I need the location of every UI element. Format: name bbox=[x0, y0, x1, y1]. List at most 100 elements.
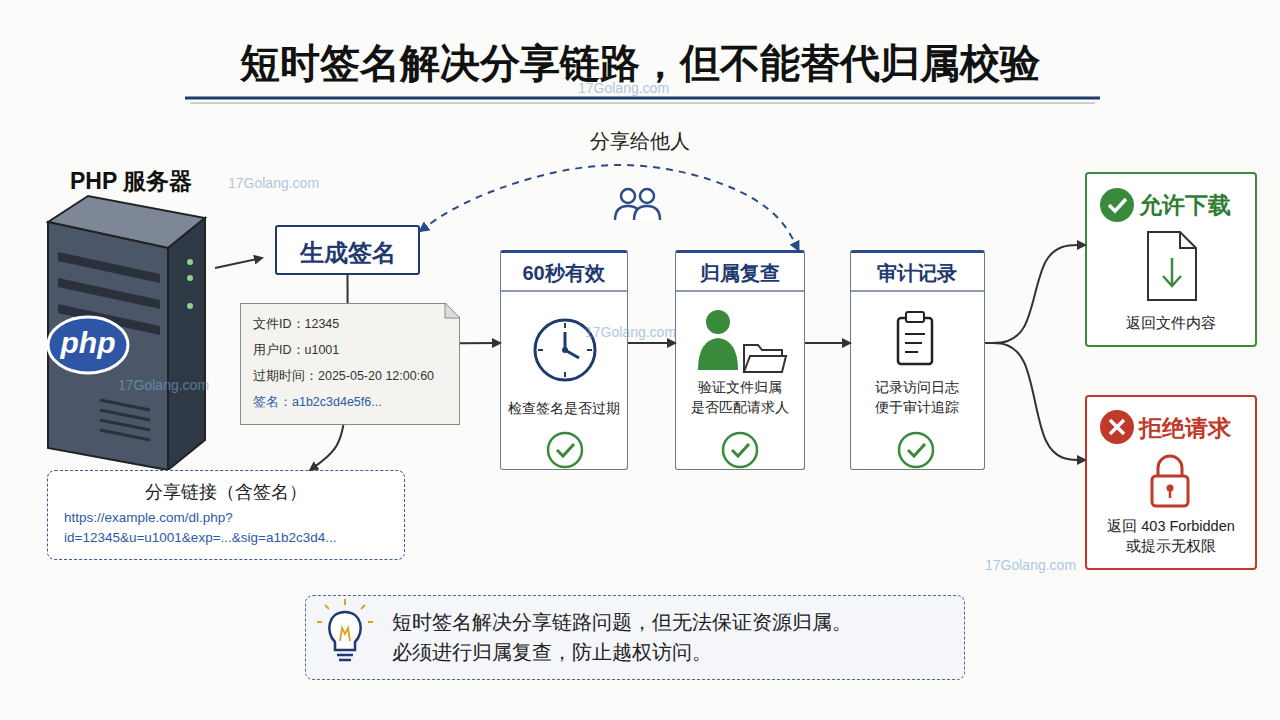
header-divider bbox=[851, 290, 984, 292]
allow-check-icon bbox=[1100, 188, 1134, 222]
watermark: 17Golang.com bbox=[118, 377, 209, 393]
lightbulb-icon bbox=[325, 605, 329, 609]
server-illustration bbox=[48, 222, 168, 470]
connector bbox=[805, 342, 850, 344]
edge-label: 分享给他人 bbox=[570, 128, 710, 155]
clipboard-icon bbox=[898, 318, 932, 364]
card-fold bbox=[445, 302, 462, 319]
connector bbox=[420, 165, 799, 250]
clock-icon bbox=[565, 350, 579, 358]
lightbulb-icon bbox=[361, 605, 365, 609]
title-underline bbox=[185, 97, 1100, 100]
step-body: 验证文件归属 是否匹配请求人 bbox=[680, 378, 799, 417]
result-body: 返回文件内容 bbox=[1087, 312, 1255, 333]
check-mark bbox=[548, 433, 582, 467]
callout-text: 短时签名解决分享链路问题，但无法保证资源归属。 必须进行归属复查，防止越权访问。 bbox=[392, 607, 948, 667]
people-icon bbox=[615, 189, 660, 220]
people-icon bbox=[621, 189, 635, 203]
check-mark bbox=[548, 433, 933, 467]
header-divider bbox=[501, 291, 984, 292]
owner-folder-icon bbox=[744, 356, 786, 372]
clipboard-icon bbox=[906, 312, 924, 322]
server-illustration bbox=[100, 400, 150, 410]
lightbulb-icon bbox=[339, 659, 351, 662]
people-icon bbox=[634, 206, 660, 220]
lightbulb-icon bbox=[368, 621, 373, 623]
box-heading: 分享链接（含签名） bbox=[48, 480, 403, 505]
check-mark bbox=[723, 433, 757, 467]
server-illustration bbox=[58, 278, 160, 309]
lock-icon bbox=[1152, 476, 1188, 506]
logo-text: php bbox=[48, 326, 128, 360]
result-box: 允许下载返回文件内容 bbox=[1085, 172, 1257, 347]
server-illustration bbox=[187, 275, 193, 281]
lock-icon bbox=[1169, 490, 1172, 498]
file-download-icon bbox=[1171, 258, 1174, 285]
owner-folder-icon bbox=[698, 338, 738, 370]
watermark: 17Golang.com bbox=[228, 175, 319, 191]
server-illustration bbox=[58, 252, 160, 283]
lightbulb-icon bbox=[344, 599, 346, 605]
file-download-icon bbox=[1148, 232, 1196, 300]
watermark: 17Golang.com bbox=[985, 557, 1076, 573]
connector bbox=[628, 342, 675, 344]
result-body: 返回 403 Forbidden 或提示无权限 bbox=[1091, 516, 1251, 557]
step-title: 审计记录 bbox=[851, 259, 983, 287]
check-mark bbox=[899, 433, 933, 467]
server-illustration bbox=[100, 420, 150, 430]
server-illustration bbox=[187, 259, 193, 265]
connector bbox=[985, 343, 1085, 460]
clipboard-icon bbox=[898, 312, 932, 364]
header-divider bbox=[501, 290, 627, 292]
step-body: 检查签名是否过期 bbox=[505, 399, 622, 419]
allow-check-icon bbox=[1100, 188, 1134, 222]
clipboard-icon bbox=[905, 333, 925, 335]
connector bbox=[347, 275, 349, 303]
lightbulb-icon bbox=[317, 599, 373, 660]
result-title: 拒绝请求 bbox=[1139, 412, 1251, 444]
clipboard-icon bbox=[905, 342, 922, 344]
step-body: 记录访问日志 便于审计追踪 bbox=[855, 378, 979, 417]
server-illustration bbox=[100, 410, 150, 420]
lightbulb-icon bbox=[337, 654, 353, 657]
clipboard-icon bbox=[905, 351, 918, 353]
clock-icon bbox=[538, 349, 543, 351]
connector-layer bbox=[310, 165, 1085, 470]
step-box: 60秒有效检查签名是否过期 bbox=[500, 250, 628, 470]
check-mark bbox=[557, 444, 574, 456]
owner-folder-icon bbox=[744, 345, 782, 372]
signature-card: 文件ID：12345用户ID：u1001过期时间：2025-05-20 12:0… bbox=[240, 303, 460, 425]
connector bbox=[460, 342, 500, 344]
card-fold bbox=[445, 303, 460, 318]
card-field: 用户ID：u1001 bbox=[253, 342, 453, 360]
lock-icon bbox=[1158, 456, 1182, 478]
server-illustration bbox=[48, 317, 128, 373]
people-icon bbox=[615, 206, 641, 220]
title-underline bbox=[185, 98, 1100, 103]
connector bbox=[310, 425, 343, 470]
header-divider bbox=[676, 290, 804, 292]
card-signature: 签名：a1b2c3d4e5f6... bbox=[253, 394, 453, 412]
server-illustration bbox=[100, 430, 150, 440]
clock-icon bbox=[535, 320, 595, 380]
step-box: 审计记录记录访问日志 便于审计追踪 bbox=[850, 250, 985, 470]
step-title: 生成签名 bbox=[277, 236, 418, 270]
share-url: https://example.com/dl.php? id=12345&u=u… bbox=[64, 508, 390, 549]
deny-cross-icon bbox=[1100, 410, 1134, 444]
clock-icon bbox=[564, 323, 566, 328]
server-arrow bbox=[215, 258, 262, 268]
card-fold bbox=[445, 302, 462, 319]
clock-icon bbox=[564, 372, 566, 377]
lock-icon bbox=[1167, 485, 1174, 492]
check-mark bbox=[908, 444, 925, 456]
process-box: 生成签名 bbox=[275, 225, 420, 275]
step-title: 归属复查 bbox=[676, 259, 803, 287]
server-illustration bbox=[168, 218, 205, 470]
allow-check-icon bbox=[1109, 199, 1126, 211]
clock-icon bbox=[535, 320, 595, 380]
clock-icon bbox=[587, 349, 592, 351]
owner-folder-icon bbox=[706, 310, 730, 334]
clock-icon bbox=[564, 332, 567, 350]
